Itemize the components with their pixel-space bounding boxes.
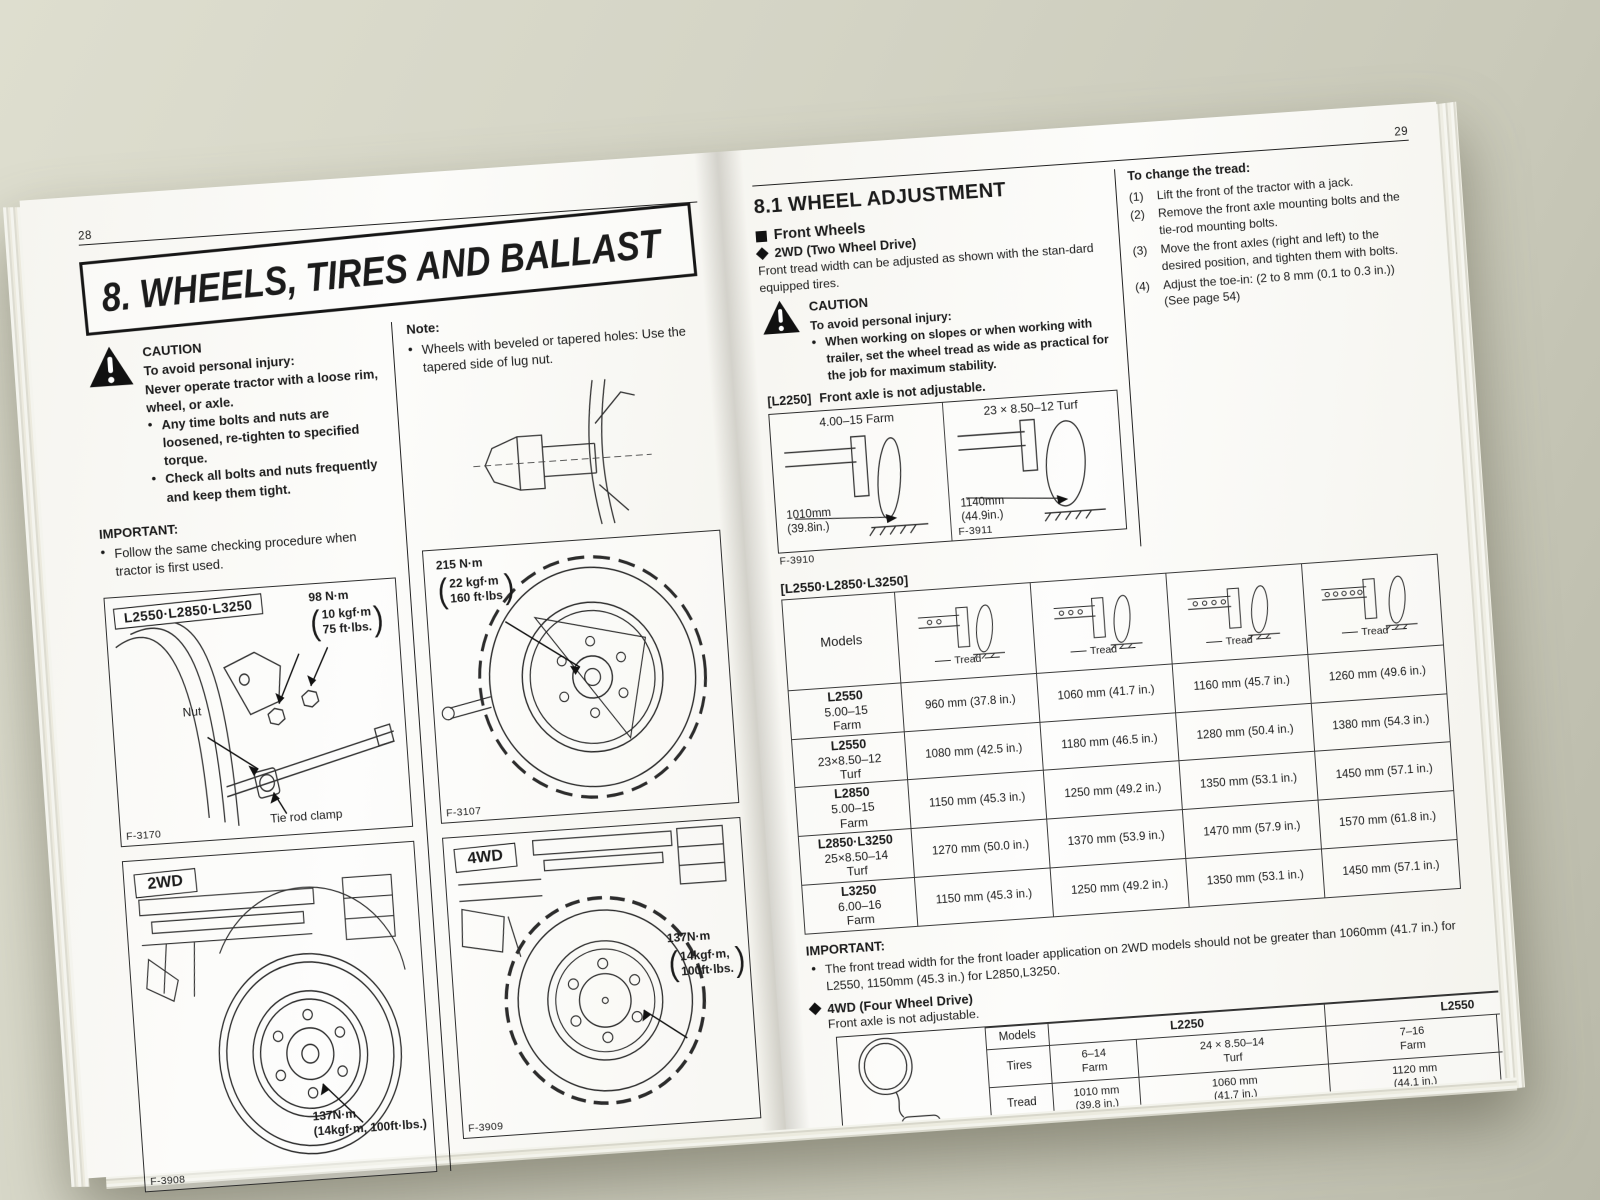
figure-number: F-3170: [125, 828, 162, 843]
table-header-row: Models Tread: [781, 553, 1444, 691]
turf-tire-cell: 23 × 8.50–12 Turf: [943, 390, 1126, 540]
turf-tread-diagram: [957, 418, 1107, 522]
tread-dimension: 1140mm (44.9in.): [960, 494, 1005, 525]
row-label: Tires: [986, 1045, 1053, 1088]
caution-block: CAUTION To avoid personal injury: Never …: [86, 327, 390, 512]
tread-position-diagram: [1053, 594, 1143, 650]
lug-nut-diagram: [473, 379, 652, 525]
tread-position-3: Tread: [1165, 563, 1308, 664]
right-page-top-columns: 8.1 WHEEL ADJUSTMENT Front Wheels 2WD (T…: [753, 148, 1436, 572]
tread-position-1: Tread: [894, 582, 1037, 683]
adjustment-column: 8.1 WHEEL ADJUSTMENT Front Wheels 2WD (T…: [753, 169, 1140, 571]
tread-position-diagram: [1320, 575, 1418, 631]
farm-tread-diagram: [784, 434, 929, 537]
model-tag: [L2250]: [766, 391, 812, 409]
models-header-cell: Models: [781, 591, 901, 691]
diamond-icon: [756, 246, 769, 259]
tread-position-diagram: [917, 604, 1005, 660]
caution-block-right: CAUTION To avoid personal injury: When w…: [760, 277, 1115, 389]
tread-value: 1150 mm (45.3 in.): [914, 867, 1054, 926]
figure-tie-rod: L2550·L2850·L3250 98 N·m 10 kgf·m75 ft·l…: [103, 577, 414, 847]
tread-value: 1450 mm (57.1 in.): [1321, 839, 1461, 898]
left-page-columns: CAUTION To avoid personal injury: Never …: [85, 300, 764, 1193]
front-wheel-2wd-diagram: [138, 873, 406, 1155]
note-block: Note: Wheels with beveled or tapered hol…: [406, 300, 708, 379]
right-page: 29 8.1 WHEEL ADJUSTMENT Front Wheels 2WD…: [717, 101, 1505, 1130]
tire-size: 7: [1503, 1105, 1505, 1130]
l2250-tread-panel: 4.00–15 Farm: [768, 389, 1128, 567]
right-column: Note: Wheels with beveled or tapered hol…: [392, 300, 764, 1170]
diamond-icon: [809, 1002, 822, 1015]
tread-value: 1350 mm (53.1 in.): [1185, 848, 1325, 907]
tread-position-2: Tread: [1030, 572, 1173, 674]
warning-triangle-icon: [760, 299, 804, 389]
tread-value: 1250 mm (49.2 in.): [1050, 858, 1190, 917]
rear-wheel-diagram: [441, 555, 707, 799]
torque-label-tie-rod: 98 N·m 10 kgf·m75 ft·lbs.: [308, 585, 385, 642]
figure-number: F-3908: [149, 1173, 186, 1188]
tire-size: 6–14 Farm: [1049, 1039, 1140, 1084]
left-column: CAUTION To avoid personal injury: Never …: [85, 322, 452, 1193]
tire-size: 8–16 Farm: [1333, 1111, 1505, 1130]
tread-change-steps: To change the tread: (1)Lift the front o…: [1127, 149, 1419, 313]
warning-triangle-icon: [86, 344, 143, 512]
figure-4wd-wheel: 4WD 137N·m 14kgf·m,100ft·lbs. F-3909: [441, 816, 762, 1140]
figure-number: F-3910: [779, 552, 815, 568]
torque-label-4wd: 137N·m 14kgf·m,100ft·lbs.: [666, 926, 746, 984]
tread-position-4: Tread: [1301, 553, 1444, 655]
front-wheel-4wd-diagram: [458, 824, 727, 1105]
tread-dimension: 1010mm (39.8in.): [785, 506, 832, 537]
figure-number: F-3909: [467, 1120, 504, 1135]
open-manual-book: 28 8. WHEELS, TIRES AND BALLAST CAU: [2, 101, 1526, 1193]
front-axle-diagram: [858, 1037, 955, 1130]
tread-position-diagram: [1186, 585, 1280, 641]
tread-steps-column: To change the tread: (1)Lift the front o…: [1113, 148, 1436, 547]
important-block: IMPORTANT: Follow the same checking proc…: [98, 505, 394, 581]
tread-adjustment-table: Models Tread: [781, 553, 1462, 935]
figure-number: F-3911: [957, 523, 994, 538]
farm-tire-cell: 4.00–15 Farm: [769, 402, 953, 553]
figure-number: F-3107: [445, 804, 482, 820]
nut-label: Nut: [182, 704, 202, 720]
tire-size: 212/80–D15, 27X8.50–15 Turf: [1143, 1123, 1336, 1130]
black-square-icon: [755, 230, 768, 242]
figure-2wd-wheel: 2WD 137N·m (14kgf·m, 100ft·lbs.) F-3908: [121, 840, 438, 1193]
front-axle-figure: Tread F-3912: [837, 1027, 998, 1130]
left-page: 28 8. WHEELS, TIRES AND BALLAST CAU: [19, 151, 787, 1193]
